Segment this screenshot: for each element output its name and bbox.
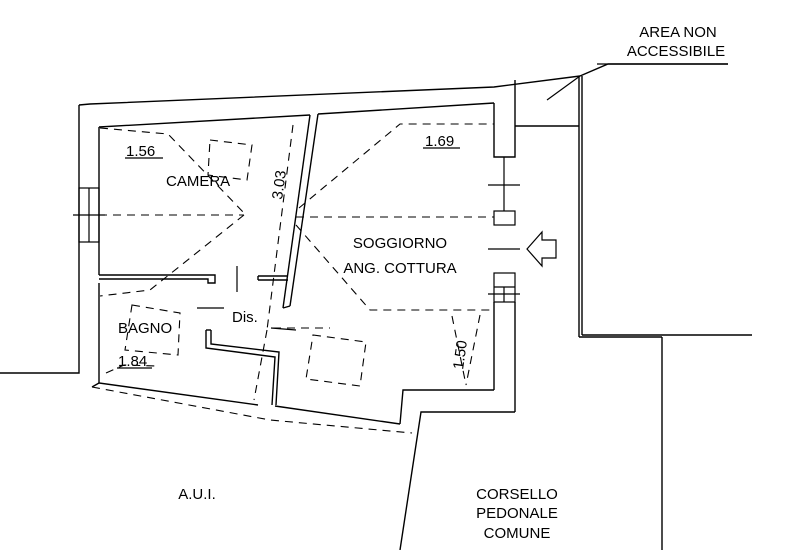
dashed-projections <box>99 123 494 401</box>
bagno-height-label: 1.84 <box>118 353 147 370</box>
soggiorno-room-label: SOGGIORNO <box>353 235 447 252</box>
area-non-accessibile-line2: ACCESSIBILE <box>627 43 725 60</box>
area-non-accessibile-line1: AREA NON <box>639 24 717 41</box>
disimpegno-label: Dis. <box>232 309 258 326</box>
camera-height-label: 1.56 <box>126 143 155 160</box>
arrow-left-icon <box>526 230 557 268</box>
corsello-line3: COMUNE <box>484 525 551 542</box>
corsello-line1: CORSELLO <box>476 486 558 503</box>
labels: AREA NON ACCESSIBILE 1.56 CAMERA 1.69 SO… <box>118 24 725 542</box>
soggiorno-height-label: 1.69 <box>425 133 454 150</box>
camera-room-label: CAMERA <box>166 173 230 190</box>
aui-label: A.U.I. <box>178 486 216 503</box>
dimension-1-50: 1.50 <box>450 339 471 370</box>
soggiorno-subtitle-label: ANG. COTTURA <box>343 260 456 277</box>
outer-walls <box>0 63 752 550</box>
bagno-room-label: BAGNO <box>118 320 172 337</box>
corsello-line2: PEDONALE <box>476 505 558 522</box>
dimension-3-03: 3.03 <box>269 169 290 200</box>
